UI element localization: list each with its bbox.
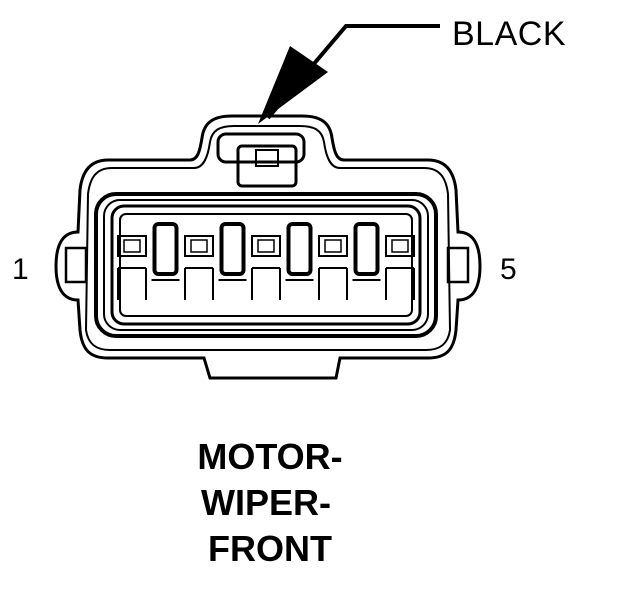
connector-housing	[54, 114, 482, 380]
terminal	[152, 222, 179, 276]
wire-color-label: BLACK	[452, 15, 566, 53]
cavity	[184, 235, 214, 300]
cavity	[117, 235, 147, 300]
terminal	[219, 222, 246, 276]
cavity	[251, 235, 281, 300]
cavity-group	[117, 222, 415, 300]
pin-number-first: 1	[12, 253, 29, 286]
terminal	[353, 222, 380, 276]
connector-title: MOTOR- WIPER- FRONT	[120, 435, 420, 573]
connector-title-line: WIPER-	[201, 482, 331, 523]
pin-number-last: 5	[500, 253, 517, 286]
connector-title-line: FRONT	[208, 528, 332, 569]
cavity	[318, 235, 348, 300]
color-leader-arrow	[258, 24, 440, 124]
connector-title-line: MOTOR-	[197, 436, 343, 477]
terminal	[286, 222, 313, 276]
cavity	[385, 235, 415, 300]
